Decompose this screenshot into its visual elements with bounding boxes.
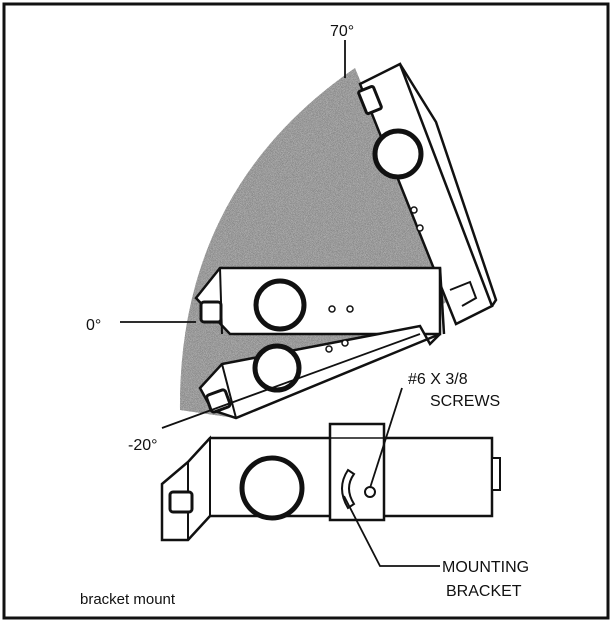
lens-icon xyxy=(252,343,302,393)
screw-icon xyxy=(364,486,376,498)
lens-icon xyxy=(253,278,307,332)
lens-icon xyxy=(239,455,305,521)
angle-label-minus-20: -20° xyxy=(128,437,158,454)
angle-label-0: 0° xyxy=(86,317,101,334)
bracket-label-line2: BRACKET xyxy=(446,583,522,600)
camera-70-degree xyxy=(357,62,498,326)
leader-screws xyxy=(369,387,403,489)
screws-label-line1: #6 X 3/8 xyxy=(408,371,468,388)
bracket-label-line1: MOUNTING xyxy=(442,559,529,576)
camera-0-degree xyxy=(194,266,446,336)
diagram-caption: bracket mount xyxy=(80,591,176,608)
screws-label-line2: SCREWS xyxy=(430,393,500,410)
camera-with-mounting-bracket xyxy=(160,422,501,542)
leader-minus-20 xyxy=(161,333,421,429)
lens-icon xyxy=(372,128,424,180)
leader-bracket xyxy=(343,495,440,567)
angle-label-70: 70° xyxy=(330,23,354,40)
